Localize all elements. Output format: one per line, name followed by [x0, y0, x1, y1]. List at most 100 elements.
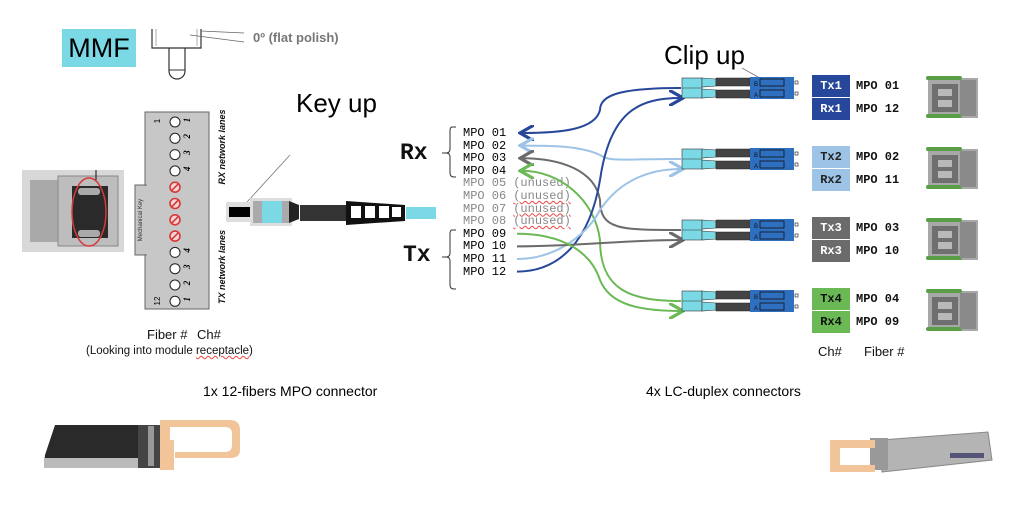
- fiber-number-last: 12: [153, 296, 162, 305]
- fiber-hole: [169, 165, 181, 177]
- channel-number: 2: [182, 280, 192, 286]
- fiber-status: (unused): [513, 176, 571, 191]
- fiber-hole: [169, 295, 181, 307]
- mpo-fiber-row: MPO 07(unused): [463, 201, 571, 216]
- qsfp-transceiver-photo: [44, 420, 240, 470]
- fiber-id: MPO 03: [463, 151, 507, 166]
- lc-duplex-connector: BA: [681, 219, 799, 241]
- tx-fiber-label: MPO 01: [856, 79, 900, 93]
- rx-channel-badge: Rx1: [812, 98, 850, 120]
- mpo-fiber-row: MPO 08(unused): [463, 215, 571, 228]
- fiber-route-line: [522, 171, 682, 302]
- mpo-fiber-row: MPO 06(unused): [463, 190, 571, 203]
- fiber-route-line: [522, 158, 682, 231]
- fiber-status: (unused): [513, 188, 571, 203]
- svg-text:A: A: [754, 93, 758, 99]
- fiber-id: MPO 05: [463, 176, 507, 191]
- channel-number: 4: [182, 248, 192, 254]
- fiber-route-line: [516, 240, 681, 246]
- lc-duplex-connector: BA: [681, 148, 799, 170]
- receptacle-note: (Looking into module receptacle): [86, 345, 253, 357]
- fiber-type-badge: MMF: [62, 29, 136, 67]
- mechanical-key-label: Mechanical Key: [138, 199, 144, 241]
- fiber-number-first: 1: [153, 118, 162, 123]
- polish-label: 0º (flat polish): [253, 30, 339, 45]
- blocked-slash: [170, 183, 180, 192]
- rx-channel-badge: Rx4: [812, 311, 850, 333]
- blocked-slash: [170, 215, 180, 224]
- fiber-id: MPO 10: [463, 239, 507, 254]
- tx-fiber-label: MPO 04: [856, 292, 900, 306]
- svg-text:A: A: [754, 306, 758, 312]
- fiber-route-line: [522, 146, 682, 161]
- key-up-label: Key up: [296, 88, 377, 118]
- fiber-hole: [169, 132, 181, 144]
- rx-fiber-label: MPO 09: [856, 315, 900, 329]
- mpo-caption: 1x 12-fibers MPO connector: [203, 383, 378, 399]
- module-receptacle-photo: [22, 170, 124, 252]
- lc-duplex-connector: BA: [681, 77, 799, 99]
- svg-text:A: A: [754, 235, 758, 241]
- mpo-fiber-row: MPO 01: [463, 127, 571, 140]
- channel-number: 2: [182, 134, 192, 140]
- fiber-route-line: [516, 232, 681, 311]
- tx-channel-badge: Tx1: [812, 75, 850, 97]
- blocked-slash: [170, 232, 180, 241]
- tx-channel-badge: Tx3: [812, 217, 850, 239]
- svg-text:B: B: [754, 295, 758, 301]
- channel-number: 3: [182, 264, 192, 270]
- rx-fiber-label: MPO 11: [856, 173, 900, 187]
- ferrule-polish-diagram: [151, 29, 245, 80]
- mpo-fiber-row: MPO 12: [463, 264, 571, 279]
- mpo-fiber-row: MPO 05 (unused): [463, 177, 571, 190]
- mpo-fiber-row: MPO 02: [463, 138, 571, 153]
- sfp-port-photo: [926, 218, 978, 260]
- fiber-route-line: [516, 98, 681, 273]
- channel-number-header: Ch#: [197, 327, 221, 342]
- clip-up-label: Clip up: [664, 40, 745, 70]
- channel-number: 4: [182, 166, 192, 172]
- rx-group-label: Rx: [400, 140, 428, 166]
- channel-number: 1: [182, 118, 192, 123]
- mpo-fiber-row: MPO 10: [463, 240, 571, 253]
- svg-text:B: B: [754, 153, 758, 159]
- mpo-fiber-row: MPO 09: [463, 227, 571, 241]
- fiber-id: MPO 01: [463, 126, 507, 140]
- svg-text:B: B: [754, 82, 758, 88]
- fiber-status: (unused): [513, 214, 571, 229]
- svg-text:B: B: [754, 224, 758, 230]
- fiber-id: MPO 12: [463, 264, 507, 279]
- tx-fiber-label: MPO 02: [856, 150, 900, 164]
- fiber-id: MPO 11: [463, 251, 507, 266]
- fiber-hole: [169, 116, 181, 128]
- sfp-port-photo: [926, 147, 978, 189]
- tx-lanes-label: TX network lanes: [217, 230, 227, 304]
- fiber-route-line: [516, 169, 681, 260]
- fiber-id: MPO 02: [463, 138, 507, 153]
- sfp-transceiver-photo: [830, 431, 993, 473]
- fiber-hole: [169, 279, 181, 291]
- fiber-hole: [169, 149, 181, 161]
- fiber-id: MPO 04: [463, 163, 507, 178]
- mpo-fiber-row: MPO 11: [463, 253, 571, 266]
- lc-fiber-header: Fiber #: [864, 344, 905, 359]
- mpo-fiber-row: MPO 04: [463, 163, 571, 178]
- rx-channel-badge: Rx3: [812, 240, 850, 262]
- tx-channel-badge: Tx2: [812, 146, 850, 168]
- mpo-cable-connector: [226, 154, 436, 226]
- lc-caption: 4x LC-duplex connectors: [646, 383, 801, 399]
- tx-group-label: Tx: [403, 242, 431, 268]
- sfp-port-photo: [926, 76, 978, 118]
- fiber-route-line: [522, 87, 682, 133]
- group-braces: [442, 126, 456, 290]
- lc-duplex-connector: BA: [681, 290, 799, 312]
- rx-lanes-label: RX network lanes: [217, 109, 227, 184]
- rx-fiber-label: MPO 10: [856, 244, 900, 258]
- fiber-id: MPO 07: [463, 201, 507, 216]
- mpo-fiber-row: MPO 03: [463, 152, 571, 165]
- rx-fiber-label: MPO 12: [856, 102, 900, 116]
